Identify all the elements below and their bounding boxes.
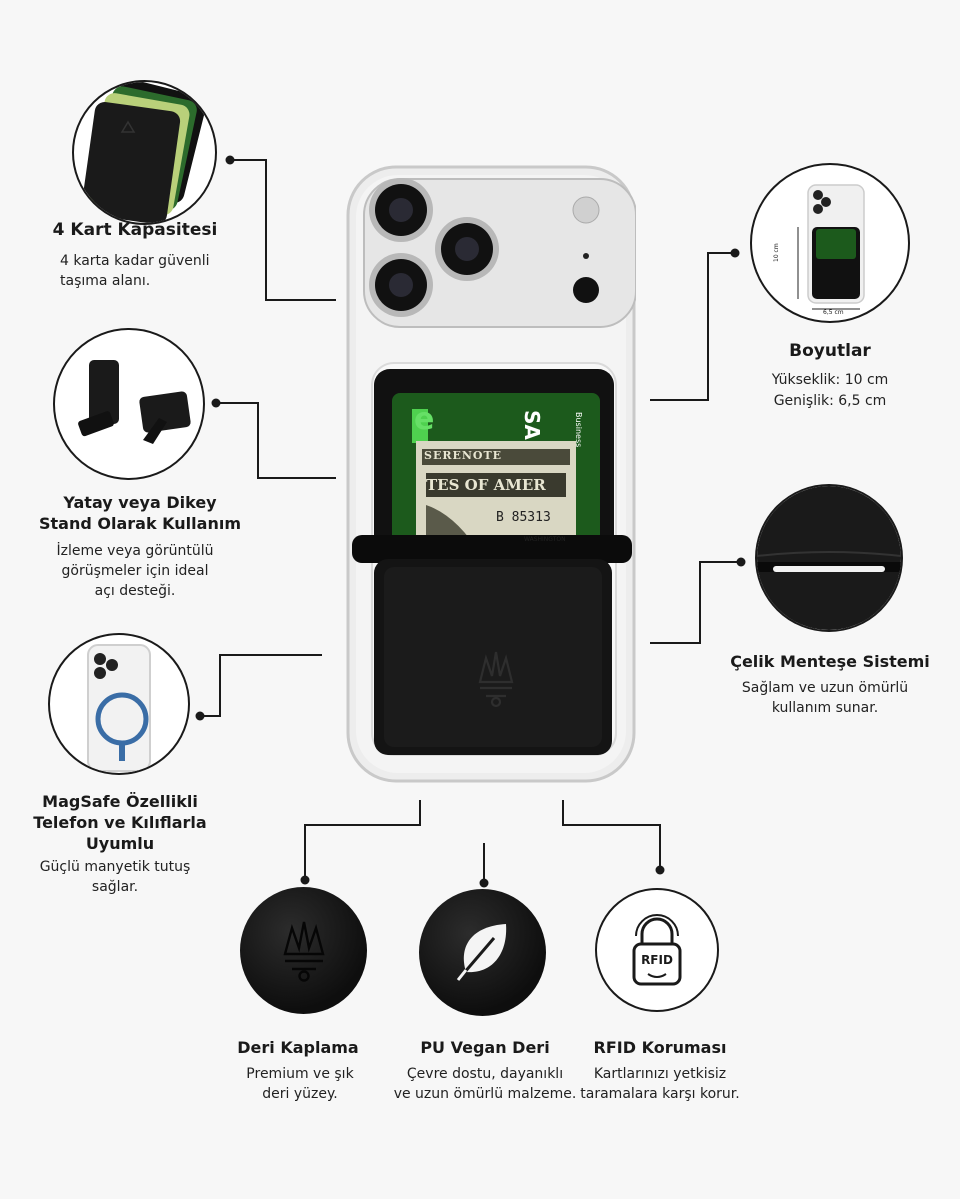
leather-image [240,887,367,1014]
bill-serial: B 85313 [496,510,551,525]
hinge-title: Çelik Menteşe Sistemi [730,652,930,671]
rfid-lock-icon [628,912,686,988]
rfid-desc: Kartlarınızı yetkisiz taramalara karşı k… [580,1066,740,1102]
diagram-height-label: 10 cm [773,243,780,262]
bill-small: WASHINGTON [524,536,566,543]
leaf-icon [452,920,512,984]
card-capacity-desc: 4 karta kadar güvenli taşıma alanı. [60,253,210,289]
magsafe-title: MagSafe Özellikli Telefon ve Kılıflarla … [33,792,207,853]
rfid-image [595,888,719,1012]
vegan-title: PU Vegan Deri [420,1038,550,1057]
leather-crown-icon [277,918,331,984]
product-image [346,165,637,783]
magsafe-desc: Güçlü manyetik tutuş sağlar. [39,859,191,895]
card-capacity-title: 4 Kart Kapasitesi [52,220,218,240]
hinge-desc: Sağlam ve uzun ömürlü kullanım sunar. [741,680,909,716]
bill-line2: TES OF AMER [426,476,546,494]
dimensions-image [750,163,910,323]
dimensions-width: Genişlik: 6,5 cm [773,393,887,409]
stand-image [53,328,205,480]
card-capacity-image [72,80,217,225]
hinge-image [755,484,903,632]
card-text-left: e [414,402,435,437]
leather-title: Deri Kaplama [237,1038,359,1057]
stand-desc: İzleme veya görüntülü görüşmeler için id… [56,543,214,599]
diagram-width-label: 6,5 cm [823,309,844,316]
leather-desc: Premium ve şık deri yüzey. [246,1066,354,1102]
bill-line1: SERENOTE [424,449,503,462]
stand-title: Yatay veya Dikey Stand Olarak Kullanım [39,493,241,533]
dimensions-title: Boyutlar [789,341,871,361]
crown-logo-icon [474,648,518,710]
card-small-text: Business [574,412,583,448]
card-text-right: SA [520,410,544,440]
magsafe-image [48,633,190,775]
vegan-desc: Çevre dostu, dayanıklı ve uzun ömürlü ma… [393,1066,577,1102]
rfid-badge-text: RFID [641,953,673,967]
rfid-title: RFID Koruması [593,1038,727,1057]
dimensions-height: Yükseklik: 10 cm [771,372,889,388]
